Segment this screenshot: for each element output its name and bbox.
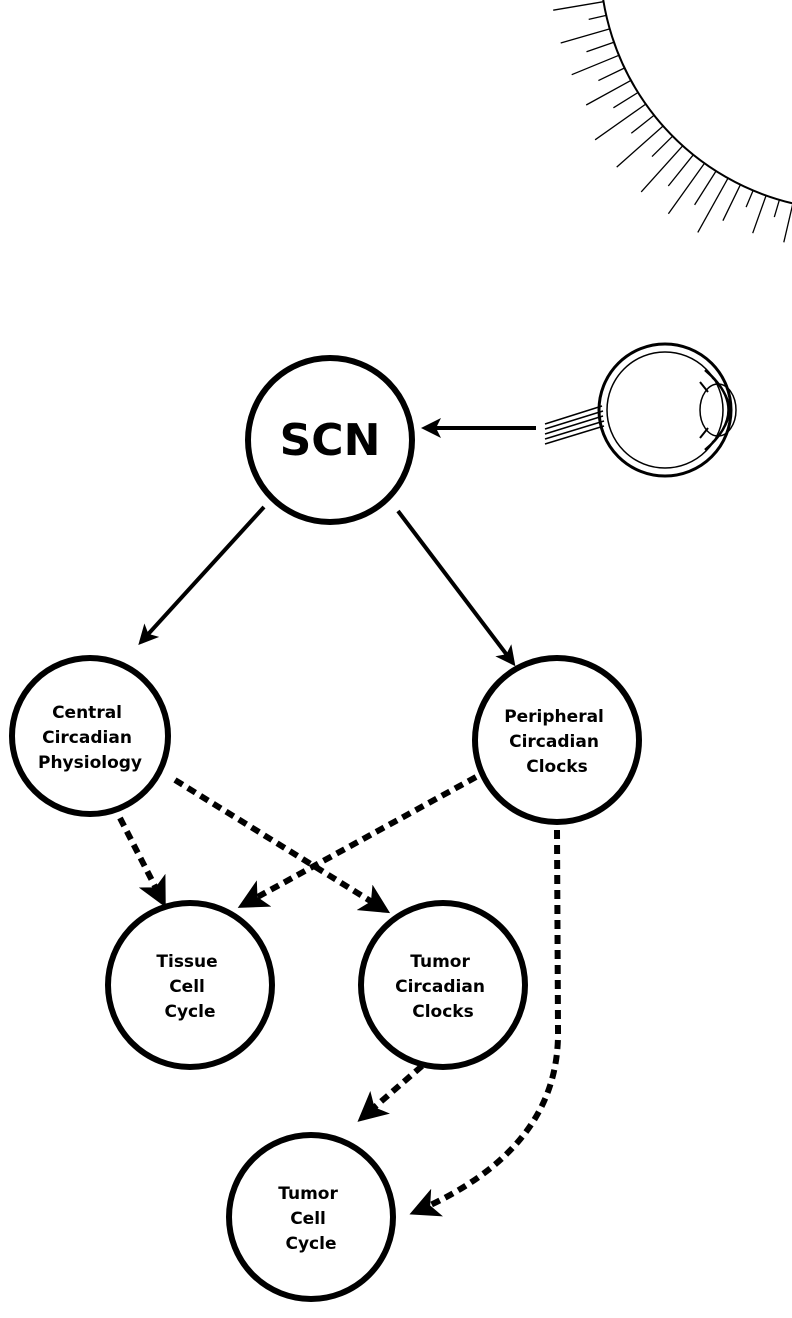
node-label-line: Peripheral <box>504 707 604 727</box>
sun-ray <box>773 199 781 218</box>
node-scn-label: SCN <box>280 415 381 466</box>
sun-ray <box>613 91 639 109</box>
sun-ray <box>594 103 647 141</box>
sun-icon <box>553 0 792 243</box>
node-label-line: Cycle <box>286 1234 337 1254</box>
edge-scn-to-peripheral-clocks <box>396 509 516 667</box>
svg-text:SCN: SCN <box>280 415 381 466</box>
node-label-line: Circadian <box>509 732 599 752</box>
sun-ray <box>667 154 694 187</box>
node-label-line: Cycle <box>165 1002 216 1022</box>
svg-text:Peripheral Circadian: Peripheral Circadian Clocks <box>504 707 610 777</box>
node-label-line: Tumor <box>410 952 470 972</box>
node-scn: SCN <box>245 355 415 525</box>
node-central-physiology: Central Circadian Physiology <box>9 655 171 817</box>
svg-text:Tumor Circadian Cl: Tumor Circadian Clocks <box>395 952 491 1022</box>
sun-ray <box>752 195 767 234</box>
sun-ray <box>722 184 741 221</box>
node-label-line: Tissue <box>156 952 217 972</box>
node-label-line: Tumor <box>278 1184 338 1204</box>
sun-ray <box>616 125 664 168</box>
optic-nerve <box>544 405 605 445</box>
node-label-line: Central <box>52 703 122 723</box>
edge-peripheral-clocks-to-tissue-cell-cycle <box>237 774 478 908</box>
sun-ray <box>783 204 792 243</box>
sun-ray <box>651 135 674 158</box>
edge-scn-to-central-physiology <box>138 505 266 645</box>
node-label-line: Circadian <box>42 728 132 748</box>
node-tumor-circadian-clocks: Tumor Circadian Clocks <box>358 900 528 1070</box>
sun-ray <box>745 190 754 208</box>
node-peripheral-clocks: Peripheral Circadian Clocks <box>472 655 642 825</box>
sun-ray <box>588 14 607 21</box>
node-label-line: Clocks <box>526 757 587 777</box>
node-tissue-cell-cycle: Tissue Cell Cycle <box>105 900 275 1070</box>
eye-icon <box>544 342 737 478</box>
sun-ray <box>571 54 620 76</box>
node-label-line: Cell <box>169 977 205 997</box>
node-label-line: Circadian <box>395 977 485 997</box>
sun-ray <box>598 67 625 82</box>
svg-text:Tissue Cell Cycle: Tissue Cell Cycle <box>156 952 223 1022</box>
node-tumor-cell-cycle: Tumor Cell Cycle <box>226 1132 396 1302</box>
edge-tumor-circadian-clocks-to-tumor-cell-cycle <box>357 1063 424 1122</box>
svg-text:Central Circadian: Central Circadian Physiology <box>38 703 142 773</box>
sun-ray <box>667 162 706 215</box>
sun-ray <box>640 145 684 193</box>
edge-central-physiology-to-tissue-cell-cycle <box>117 816 166 908</box>
sun-ray <box>586 41 615 53</box>
node-label-line: Physiology <box>38 753 142 773</box>
edge-central-physiology-to-tumor-circadian-clocks <box>173 777 391 914</box>
sun-ray <box>560 28 610 44</box>
node-label-line: Clocks <box>412 1002 473 1022</box>
edge-peripheral-clocks-to-tumor-cell-cycle <box>409 829 562 1217</box>
node-label-line: Cell <box>290 1209 326 1229</box>
sun-ray <box>697 177 729 233</box>
sun-ray <box>585 79 632 106</box>
sun-ray <box>553 1 604 11</box>
sun-ray <box>630 114 655 134</box>
sun-ray <box>694 170 717 206</box>
svg-text:Tumor Cell Cycle: Tumor Cell Cycle <box>278 1184 344 1254</box>
